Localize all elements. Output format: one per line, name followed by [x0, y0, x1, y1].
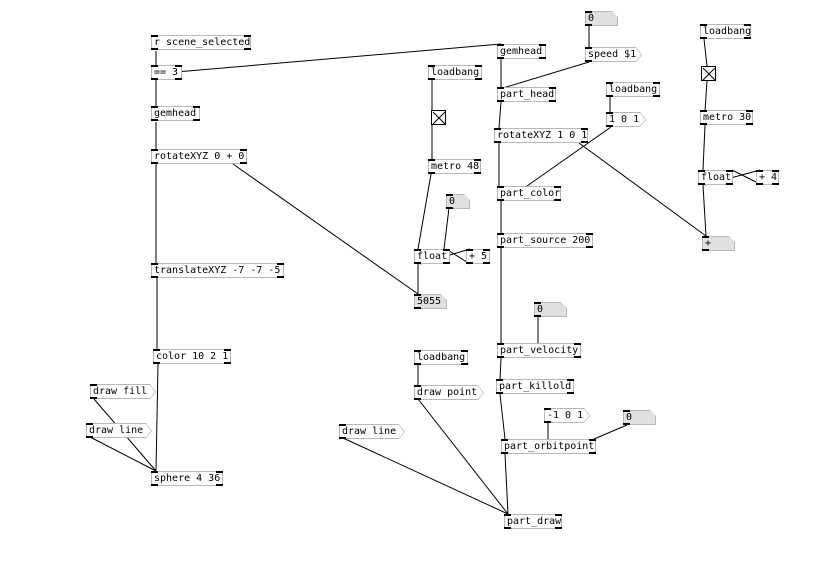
message-draw-point[interactable]: draw point: [414, 385, 484, 400]
toggle-right[interactable]: [701, 66, 716, 81]
patch-cord: [232, 163, 419, 295]
toggle-mid[interactable]: [431, 110, 446, 125]
object-float-mid[interactable]: float: [414, 249, 450, 264]
patch-cord: [417, 173, 432, 250]
patch-cord: [89, 436, 157, 472]
patch-cord: [526, 126, 612, 187]
number-5055[interactable]: 5055: [414, 294, 447, 309]
message-1-0-1[interactable]: 1 0 1: [606, 112, 646, 127]
object-gemhead-left[interactable]: gemhead: [151, 106, 200, 121]
toggle-x-icon: [702, 67, 716, 81]
message-orbit-vector[interactable]: -1 0 1: [544, 408, 590, 423]
patch-cord: [155, 363, 159, 472]
patch-cord: [342, 437, 509, 515]
object-plus-5[interactable]: + 5: [466, 249, 490, 264]
object-sphere[interactable]: sphere 4 36: [151, 471, 223, 486]
patch-cord: [502, 61, 590, 89]
object-part-source[interactable]: part_source 200: [497, 233, 593, 248]
patch-cord: [702, 124, 706, 171]
number-top-zero[interactable]: 0: [585, 11, 618, 26]
object-part-velocity[interactable]: part_velocity: [497, 343, 581, 358]
patch-cord: [417, 398, 509, 515]
toggle-x-icon: [432, 111, 446, 125]
object-part-draw[interactable]: part_draw: [504, 514, 562, 529]
message-draw-line-left[interactable]: draw line: [86, 423, 152, 438]
object-part-orbitpoint[interactable]: part_orbitpoint: [501, 439, 596, 454]
object-r-scene-selected[interactable]: r scene_selected: [151, 35, 251, 50]
number-orbit-zero[interactable]: 0: [623, 410, 656, 425]
object-metro-30[interactable]: metro 30: [700, 110, 753, 125]
patch-cord: [731, 169, 761, 185]
patch-cord: [593, 424, 628, 440]
object-rotatexyz-right[interactable]: rotateXYZ 1 0 1: [494, 128, 588, 143]
patch-cord: [443, 207, 450, 250]
object-float-right[interactable]: float: [698, 170, 733, 185]
patch-cord: [578, 142, 707, 237]
number-mid-zero[interactable]: 0: [446, 194, 470, 209]
object-plus-4[interactable]: + 4: [756, 170, 779, 185]
message-speed[interactable]: speed $1: [585, 47, 642, 62]
object-part-killold[interactable]: part_killold: [496, 379, 574, 394]
object-rotatexyz-left[interactable]: rotateXYZ 0 + 0: [151, 149, 247, 164]
patch-cord: [499, 357, 502, 381]
patch-cord: [703, 38, 708, 67]
object-loadbang-part[interactable]: loadbang: [606, 82, 660, 97]
patch-cord: [704, 80, 708, 112]
patch-cord: [175, 43, 502, 73]
object-loadbang-right[interactable]: loadbang: [700, 24, 751, 39]
patch-cord: [702, 184, 707, 237]
object-part-head[interactable]: part_head: [497, 87, 556, 102]
message-draw-fill[interactable]: draw fill: [90, 384, 156, 399]
object-part-color[interactable]: part_color: [497, 186, 561, 201]
number-plus-right[interactable]: +: [702, 236, 735, 251]
object-metro-48[interactable]: metro 48: [428, 159, 481, 174]
patch-cord: [504, 453, 509, 515]
object-loadbang-bottom[interactable]: loadbang: [414, 350, 468, 365]
object-color[interactable]: color 10 2 1: [153, 349, 231, 364]
patch-cord: [499, 393, 506, 440]
object-gemhead-right[interactable]: gemhead: [497, 44, 546, 59]
object-loadbang-mid[interactable]: loadbang: [428, 65, 482, 80]
object-translatexyz[interactable]: translateXYZ -7 -7 -5: [151, 263, 284, 278]
message-draw-line-mid[interactable]: draw line: [339, 424, 405, 439]
number-velocity-zero[interactable]: 0: [534, 302, 567, 317]
object-eq-3[interactable]: == 3: [151, 65, 182, 80]
patch-cord: [498, 101, 502, 129]
